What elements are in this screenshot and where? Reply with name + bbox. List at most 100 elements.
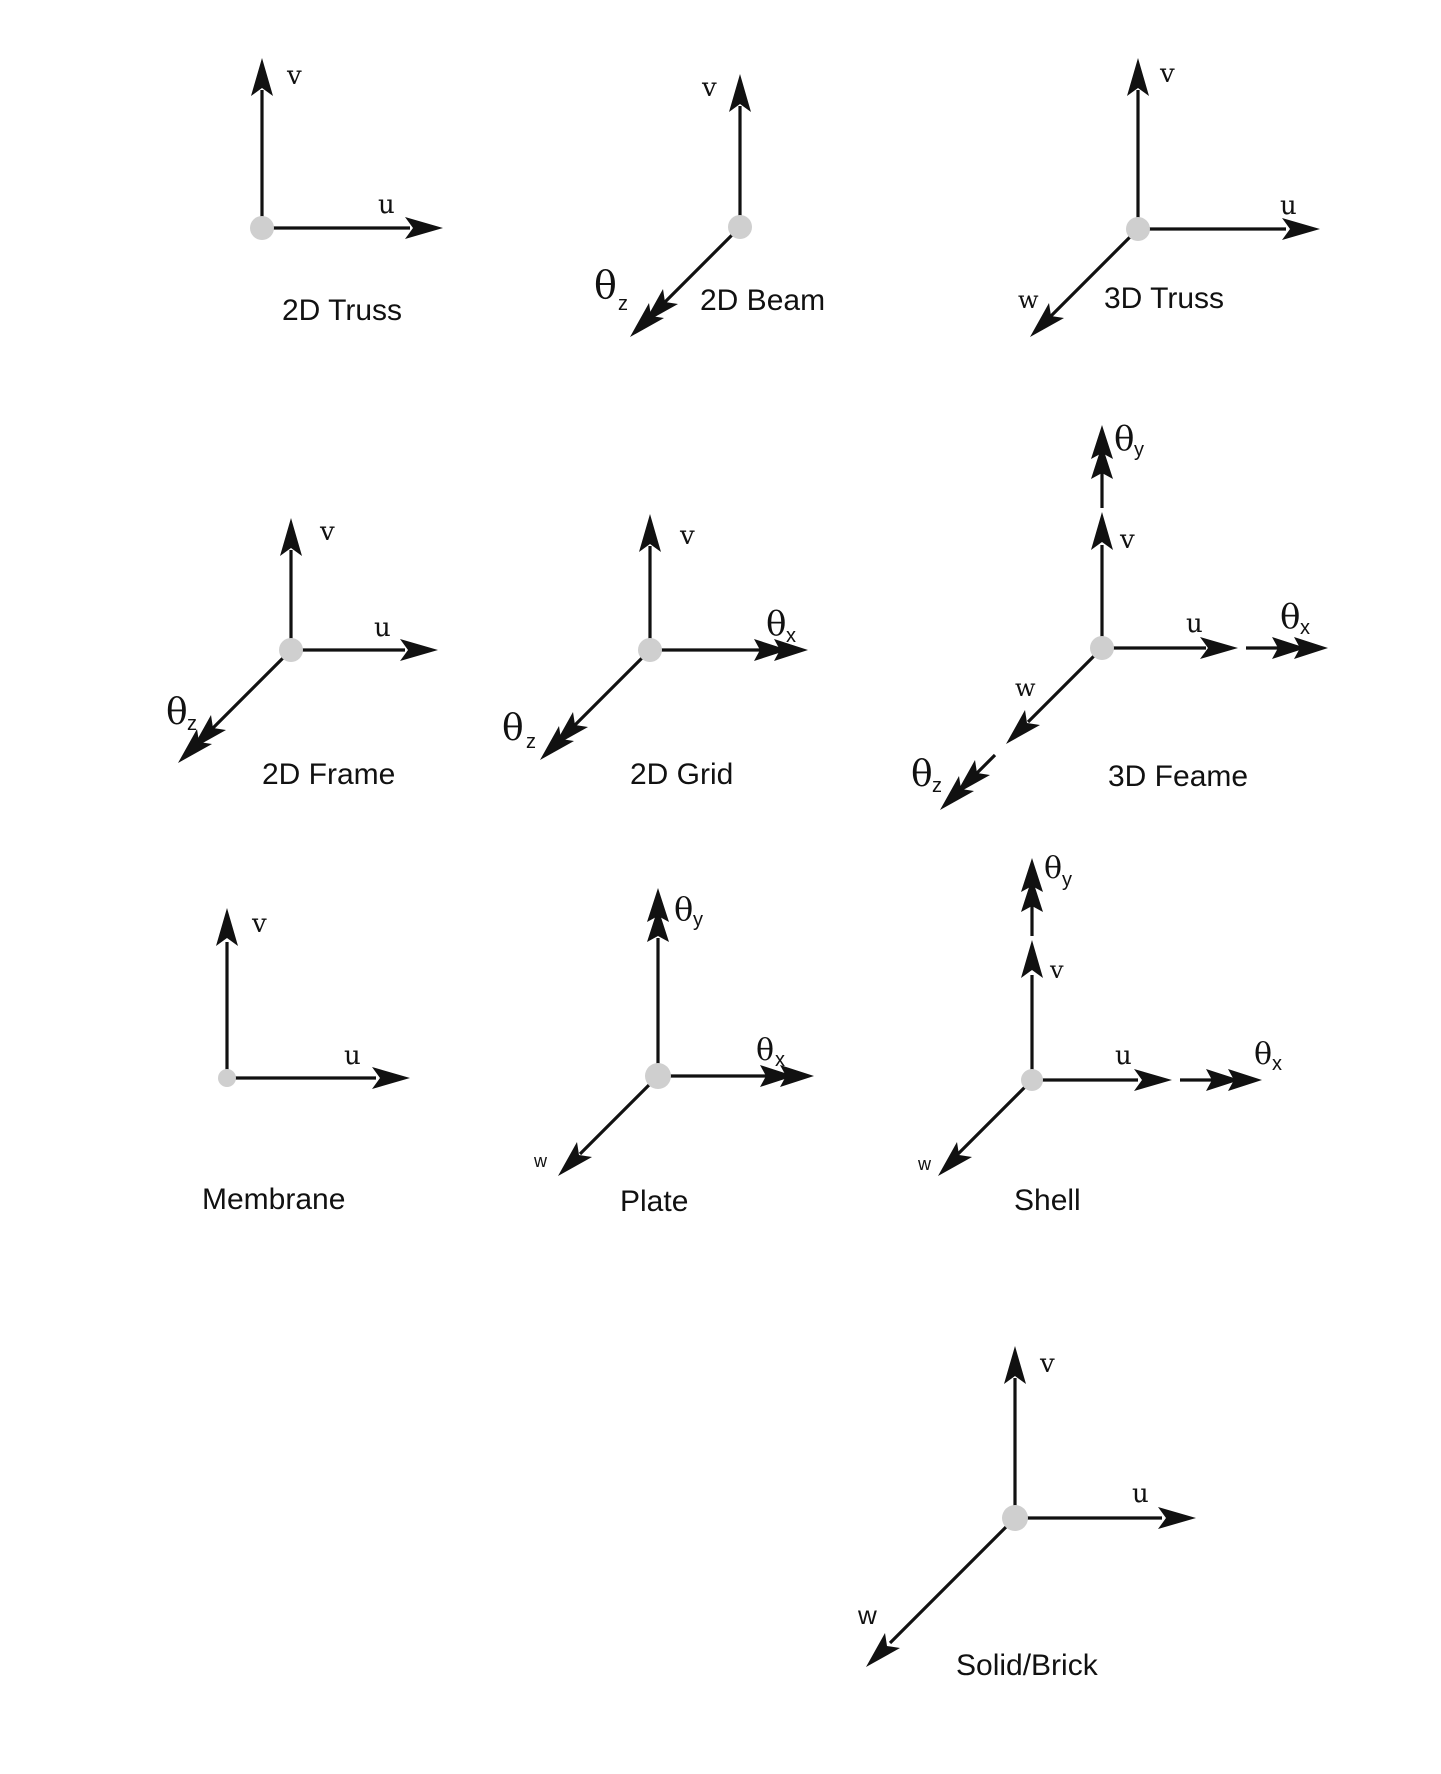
theta-z-arrowhead-1 [192,715,226,749]
u-arrowhead [400,639,438,661]
w-arrowhead [1006,710,1040,744]
node-dot [250,216,274,240]
theta-z-axis-shaft [663,225,742,304]
theta-z-axis-shaft [568,648,652,732]
element-2d-beam: v θ z 2D Beam [594,73,825,337]
theta-y-arrowhead-1 [1091,445,1113,479]
dof-label-w: w [1015,674,1036,702]
dof-label-theta-x: θ [756,1033,774,1068]
theta-z-arrowhead-2 [540,726,574,760]
u-arrowhead [1200,637,1238,659]
node-dot [1002,1505,1028,1531]
node-dot [279,638,303,662]
element-title: 3D Truss [1104,282,1224,315]
dof-label-w: w [1018,286,1039,314]
theta-x-arrowhead-1 [754,639,788,661]
w-arrowhead [938,1142,972,1176]
w-arrowhead [1030,303,1064,337]
v-arrowhead [639,514,661,552]
dof-label-sub-x: x [1272,1053,1282,1075]
w-axis-shaft [956,1078,1034,1156]
theta-x-arrowhead-2 [780,1065,814,1087]
element-solid-brick: v u w Solid/Brick [857,1346,1196,1682]
theta-z-arrowhead-1 [554,712,588,746]
theta-x-arrowhead-2 [1228,1069,1262,1091]
element-title: Shell [1014,1184,1081,1217]
element-3d-truss: v u w 3D Truss [1018,58,1320,337]
u-arrowhead [1158,1507,1196,1529]
v-arrowhead [251,58,273,96]
theta-z-axis-shaft [208,648,293,733]
dof-label-theta-x: θ [766,604,786,644]
dof-label-v: v [701,73,717,103]
node-dot [645,1063,671,1089]
u-arrowhead [1134,1069,1172,1091]
dof-label-u: u [1132,1479,1149,1509]
dof-label-w: w [917,1154,932,1174]
dof-label-v: v [286,61,302,91]
dof-label-u: u [1186,609,1203,639]
element-2d-truss: v u 2D Truss [250,58,443,327]
v-arrowhead [1091,512,1113,550]
dof-label-sub-y: y [693,909,703,931]
element-plate: θ y θ x w Plate [533,888,814,1218]
element-title: 2D Beam [700,284,825,317]
v-arrowhead [729,74,751,112]
node-dot [728,215,752,239]
dof-label-v: v [1119,525,1135,555]
theta-x-arrowhead-1 [1272,637,1306,659]
v-arrowhead [216,908,238,946]
dof-label-sub-y: y [1134,439,1144,461]
dof-label-theta: θ [594,263,617,307]
dof-label-theta-x: θ [1280,597,1300,637]
element-title: Plate [620,1185,688,1218]
w-arrowhead [558,1142,592,1176]
v-arrowhead [1021,940,1043,978]
dof-label-sub-x: x [775,1049,785,1071]
element-title: Membrane [202,1183,345,1216]
dof-label-v: v [319,517,335,547]
element-membrane: v u Membrane [202,908,410,1216]
dof-label-u: u [1115,1041,1132,1071]
w-axis-shaft [1026,646,1104,724]
theta-y-arrowhead-2 [1091,425,1113,459]
dof-label-theta-y: θ [1044,851,1062,886]
theta-z-arrowhead-2 [940,776,974,810]
dof-label-sub-z: z [932,775,942,797]
dof-label-sub-x: x [1300,617,1310,639]
v-arrowhead [1127,58,1149,96]
dof-label-theta-z: θ [911,754,933,795]
dof-label-v: v [1159,59,1175,89]
element-title: 2D Truss [282,294,402,327]
w-axis-shaft [1048,227,1140,319]
element-title: 2D Frame [262,758,395,791]
dof-label-u: u [378,190,395,220]
dof-label-sub-z: z [526,731,536,753]
theta-z-arrowhead-1 [644,289,678,323]
dof-label-theta-x: θ [1254,1037,1272,1072]
dof-label-theta-z: θ [502,708,524,749]
dof-label-v: v [1039,1349,1055,1379]
element-3d-frame: v θ y u θ x w θ z 3D Feame [911,419,1328,810]
theta-z-arrowhead-2 [630,303,664,337]
element-2d-grid: v θ x θ z 2D Grid [502,514,808,791]
theta-z-arrowhead-1 [956,760,990,794]
theta-z-arrowhead-2 [178,729,212,763]
node-dot [1021,1069,1043,1091]
dof-label-u: u [344,1041,361,1071]
w-axis-shaft [888,1516,1017,1645]
element-shell: v θ y u θ x w Shell [917,851,1282,1217]
w-arrowhead [866,1633,900,1667]
dof-label-v: v [1049,956,1064,984]
element-title: Solid/Brick [956,1649,1099,1682]
theta-y-arrowhead-2 [647,888,669,922]
u-arrowhead [405,217,443,239]
dof-label-w: w [533,1151,548,1171]
w-axis-shaft [578,1074,660,1156]
dof-label-sub-x: x [786,625,796,647]
theta-y-arrowhead-1 [647,908,669,942]
v-arrowhead [1004,1346,1026,1384]
dof-label-v: v [679,521,695,551]
dof-label-theta-y: θ [674,890,693,928]
